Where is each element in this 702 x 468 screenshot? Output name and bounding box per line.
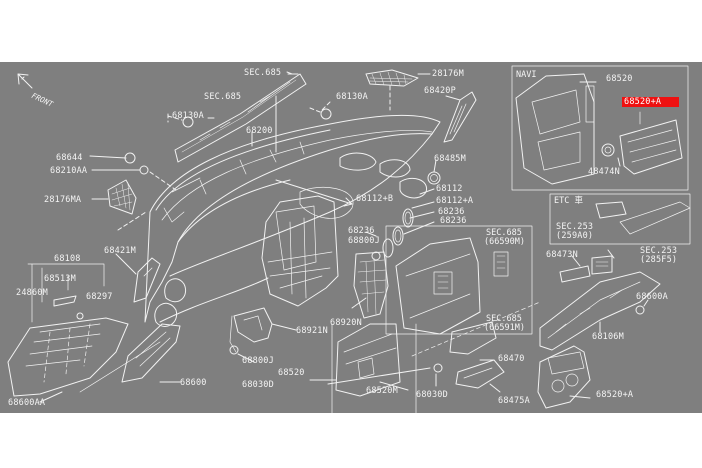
part-label-68600aa[interactable]: 68600AA [8, 398, 46, 408]
part-label-48474n[interactable]: 48474N [588, 167, 620, 177]
part-label-68513m[interactable]: 68513M [44, 274, 76, 284]
sec685-callout-box [385, 225, 533, 335]
part-label-sec253-259a0-sub[interactable]: (259A0) [556, 231, 594, 241]
glove-box-lid-part [79, 323, 181, 393]
part-label-68520m[interactable]: 68520M [366, 386, 398, 396]
defroster-grille-part [174, 71, 307, 163]
sec685-box-label-top-sub[interactable]: (66590M) [484, 237, 525, 247]
part-label-68520-a-navi-highlighted[interactable]: 68520+A [622, 97, 680, 107]
audio-bezel-lower [537, 345, 591, 409]
glove-box-assembly [7, 263, 129, 397]
part-label-68800j-bottom[interactable]: 68800J [242, 356, 274, 366]
part-label-sec253-285f5-sub[interactable]: (285F5) [640, 255, 678, 265]
sec685-box-label-top[interactable]: SEC.685 [486, 228, 522, 238]
part-label-68106m[interactable]: 68106M [592, 332, 624, 342]
part-label-68236-a[interactable]: 68236 [438, 207, 465, 217]
part-label-28176m[interactable]: 28176M [432, 69, 464, 79]
part-label-68920n[interactable]: 68920N [330, 318, 362, 328]
leader-lines [39, 73, 649, 403]
speaker-grille-part [365, 69, 419, 111]
part-label-68470[interactable]: 68470 [498, 354, 525, 364]
side-speaker-grille-part [107, 179, 147, 231]
part-label-24860m[interactable]: 24860M [16, 288, 48, 298]
part-label-68112[interactable]: 68112 [436, 184, 463, 194]
center-console-lower-panel [331, 323, 417, 413]
part-label-68520-bottom[interactable]: 68520 [278, 368, 305, 378]
part-label-68130a-left[interactable]: 68130A [172, 111, 204, 121]
diagram-line-art [7, 65, 691, 413]
part-label-sec685-left[interactable]: SEC.685 [204, 92, 242, 102]
part-label-68473n[interactable]: 68473N [546, 250, 578, 260]
part-label-68210aa[interactable]: 68210AA [50, 166, 88, 176]
part-label-68112-b[interactable]: 68112+B [356, 194, 394, 204]
etc-callout-box [549, 193, 691, 245]
center-console-rail [539, 255, 661, 351]
instrument-panel-main [144, 114, 441, 327]
part-label-68112-a[interactable]: 68112+A [436, 196, 474, 206]
front-arrow-icon [17, 73, 33, 89]
part-label-68644[interactable]: 68644 [56, 153, 83, 163]
part-label-68421m[interactable]: 68421M [104, 246, 136, 256]
part-label-68520-a-bottom[interactable]: 68520+A [596, 390, 634, 400]
part-label-68030d-right[interactable]: 68030D [416, 390, 448, 400]
part-label-68475a[interactable]: 68475A [498, 396, 530, 406]
navi-panel-part [515, 73, 683, 185]
part-label-68921n[interactable]: 68921N [296, 326, 328, 336]
etc-box-title: ETC 車 [554, 196, 583, 206]
knee-panel-lower-part [353, 251, 389, 319]
assembly-arrow [275, 179, 353, 207]
part-label-68236-b[interactable]: 68236 [440, 216, 467, 226]
lower-trim-part [229, 307, 273, 355]
navi-callout-box [511, 65, 689, 191]
side-vent-left-part [133, 257, 161, 303]
part-label-68030d-left[interactable]: 68030D [242, 380, 274, 390]
part-label-68108[interactable]: 68108 [54, 254, 81, 264]
navi-box-title: NAVI [516, 70, 537, 80]
part-label-sec685-top[interactable]: SEC.685 [244, 68, 282, 78]
part-label-sec253-259a0[interactable]: SEC.253 [556, 222, 594, 232]
center-vent-housing [395, 237, 509, 335]
part-label-68520-navi[interactable]: 68520 [606, 74, 633, 84]
part-label-68297[interactable]: 68297 [86, 292, 113, 302]
parts-diagram-canvas: FRONT NAVI ETC 車 SEC.685 (66590M) SEC.68… [0, 62, 702, 413]
part-label-68600[interactable]: 68600 [180, 378, 207, 388]
part-label-68485m[interactable]: 68485M [434, 154, 466, 164]
etc-unit-part [595, 201, 691, 235]
part-label-68600a[interactable]: 68600A [636, 292, 668, 302]
sec685-box-label-bottom-sub[interactable]: (66591M) [484, 323, 525, 333]
part-label-68420p[interactable]: 68420P [424, 86, 456, 96]
sec685-box-label-bottom[interactable]: SEC.685 [486, 314, 522, 324]
console-tray-part [411, 301, 541, 389]
part-label-68200[interactable]: 68200 [246, 126, 273, 136]
side-vent-part [443, 91, 477, 143]
center-stack-bracket [261, 195, 339, 307]
part-label-28176ma[interactable]: 28176MA [44, 195, 82, 205]
part-label-sec253-285f5[interactable]: SEC.253 [640, 246, 678, 256]
part-label-68130a-mid[interactable]: 68130A [336, 92, 368, 102]
part-label-68236-c[interactable]: 68236 [348, 226, 375, 236]
part-label-68800j-top[interactable]: 68800J [348, 236, 380, 246]
